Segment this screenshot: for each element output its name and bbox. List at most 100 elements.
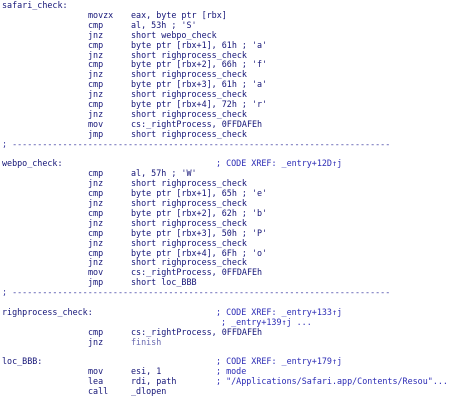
instruction-operands[interactable]: short righprocess_check xyxy=(131,49,247,60)
instruction-operands[interactable]: short righprocess_check xyxy=(131,237,247,248)
instruction-mnemonic[interactable]: jnz xyxy=(88,29,104,40)
instruction-mnemonic[interactable]: jnz xyxy=(88,49,104,60)
code-line[interactable]: jnz short righprocess_check xyxy=(0,178,467,189)
instruction-operands[interactable]: al, 57h ; 'W' xyxy=(131,168,197,179)
instruction-operands[interactable]: byte ptr [rbx+1], 65h ; 'e' xyxy=(131,188,268,199)
instruction-operands[interactable]: short righprocess_check xyxy=(131,178,247,189)
instruction-mnemonic[interactable]: cmp xyxy=(88,168,104,179)
code-label[interactable]: safari_check: xyxy=(2,0,68,10)
instruction-mnemonic[interactable]: jmp xyxy=(88,277,104,288)
instruction-mnemonic[interactable]: jmp xyxy=(88,128,104,139)
instruction-mnemonic[interactable]: cmp xyxy=(88,79,104,90)
code-line[interactable]: cmp byte ptr [rbx+1], 61h ; 'a' xyxy=(0,40,467,51)
code-line[interactable]: cmp al, 57h ; 'W' xyxy=(0,168,467,179)
code-line[interactable]: cmp byte ptr [rbx+2], 66h ; 'f' xyxy=(0,59,467,70)
instruction-operands[interactable]: finish xyxy=(131,336,162,347)
code-line[interactable]: cmp al, 53h ; 'S' xyxy=(0,20,467,31)
instruction-mnemonic[interactable]: cmp xyxy=(88,326,104,337)
instruction-mnemonic[interactable]: cmp xyxy=(88,207,104,218)
separator-line[interactable]: ; --------------------------------------… xyxy=(0,139,467,150)
instruction-operands[interactable]: cs:_rightProcess, 0FFDAFEh xyxy=(131,326,263,337)
code-line[interactable]: cmp cs:_rightProcess, 0FFDAFEh xyxy=(0,327,467,338)
code-line[interactable]: jnz short righprocess_check xyxy=(0,109,467,120)
code-line[interactable]: jmp short loc_BBB xyxy=(0,277,467,288)
code-line[interactable]: cmp byte ptr [rbx+2], 62h ; 'b' xyxy=(0,208,467,219)
instruction-mnemonic[interactable]: lea xyxy=(88,376,104,387)
instruction-mnemonic[interactable]: cmp xyxy=(88,19,104,30)
code-line[interactable]: cmp byte ptr [rbx+3], 50h ; 'P' xyxy=(0,228,467,239)
instruction-operands[interactable]: short webpo_check xyxy=(131,29,217,40)
code-line[interactable]: jnz short righprocess_check xyxy=(0,89,467,100)
code-label[interactable]: webpo_check: xyxy=(2,158,63,169)
instruction-mnemonic[interactable]: cmp xyxy=(88,188,104,199)
instruction-mnemonic[interactable]: cmp xyxy=(88,227,104,238)
code-line[interactable]: jnz short righprocess_check xyxy=(0,69,467,80)
code-line[interactable]: jnz short righprocess_check xyxy=(0,198,467,209)
instruction-operands[interactable]: byte ptr [rbx+3], 50h ; 'P' xyxy=(131,227,268,238)
code-label-line[interactable]: loc_BBB:; CODE XREF: _entry+179↑j xyxy=(0,356,467,367)
instruction-operands[interactable]: short loc_BBB xyxy=(131,277,197,288)
separator-line[interactable]: ; --------------------------------------… xyxy=(0,287,467,298)
instruction-operands[interactable]: al, 53h ; 'S' xyxy=(131,19,197,30)
instruction-mnemonic[interactable]: jnz xyxy=(88,217,104,228)
instruction-operands[interactable]: short righprocess_check xyxy=(131,108,247,119)
instruction-mnemonic[interactable]: jnz xyxy=(88,237,104,248)
code-line[interactable]: movzx eax, byte ptr [rbx] xyxy=(0,10,467,21)
code-line[interactable]: ; _entry+139↑j ... xyxy=(0,317,467,328)
instruction-operands[interactable]: byte ptr [rbx+4], 72h ; 'r' xyxy=(131,99,268,109)
instruction-operands[interactable]: short righprocess_check xyxy=(131,128,247,139)
code-line[interactable]: jnz finish xyxy=(0,337,467,348)
instruction-operands[interactable]: byte ptr [rbx+2], 62h ; 'b' xyxy=(131,207,268,218)
instruction-operands[interactable]: byte ptr [rbx+1], 61h ; 'a' xyxy=(131,39,268,50)
code-label[interactable]: righprocess_check: xyxy=(2,306,93,317)
code-label-line[interactable]: righprocess_check:; CODE XREF: _entry+13… xyxy=(0,307,467,318)
code-label-line[interactable]: safari_check: xyxy=(0,0,467,11)
instruction-mnemonic[interactable]: cmp xyxy=(88,247,104,258)
code-line[interactable]: jnz short righprocess_check xyxy=(0,238,467,249)
instruction-mnemonic[interactable]: jnz xyxy=(88,89,104,100)
code-line[interactable]: call _dlopen xyxy=(0,386,467,397)
instruction-mnemonic[interactable]: mov xyxy=(88,267,104,278)
code-line[interactable]: mov cs:_rightProcess, 0FFDAFEh xyxy=(0,267,467,278)
instruction-mnemonic[interactable]: jnz xyxy=(88,336,104,347)
instruction-operands[interactable]: esi, 1 xyxy=(131,366,162,377)
instruction-operands[interactable]: short righprocess_check xyxy=(131,89,247,100)
instruction-operands[interactable]: short righprocess_check xyxy=(131,217,247,228)
instruction-mnemonic[interactable]: jnz xyxy=(88,257,104,268)
instruction-mnemonic[interactable]: jnz xyxy=(88,178,104,189)
instruction-operands[interactable]: short righprocess_check xyxy=(131,257,247,268)
instruction-operands[interactable]: byte ptr [rbx+4], 6Fh ; 'o' xyxy=(131,247,268,258)
instruction-operands[interactable]: short righprocess_check xyxy=(131,69,247,80)
instruction-operands[interactable]: rdi, path xyxy=(131,376,177,387)
code-line[interactable]: cmp byte ptr [rbx+4], 6Fh ; 'o' xyxy=(0,248,467,259)
code-line[interactable]: mov cs:_rightProcess, 0FFDAFEh xyxy=(0,119,467,130)
instruction-mnemonic[interactable]: cmp xyxy=(88,59,104,70)
instruction-operands[interactable]: short righprocess_check xyxy=(131,198,247,208)
code-line[interactable]: jnz short righprocess_check xyxy=(0,50,467,61)
instruction-operands[interactable]: cs:_rightProcess, 0FFDAFEh xyxy=(131,267,263,278)
code-line[interactable]: jnz short righprocess_check xyxy=(0,218,467,229)
code-line[interactable]: jnz short righprocess_check xyxy=(0,257,467,268)
instruction-operands[interactable]: cs:_rightProcess, 0FFDAFEh xyxy=(131,118,263,129)
code-line[interactable]: cmp byte ptr [rbx+3], 61h ; 'a' xyxy=(0,79,467,90)
code-line[interactable]: jnz short webpo_check xyxy=(0,30,467,41)
instruction-operands[interactable]: byte ptr [rbx+3], 61h ; 'a' xyxy=(131,79,268,90)
instruction-operands[interactable]: eax, byte ptr [rbx] xyxy=(131,9,227,20)
instruction-mnemonic[interactable]: jnz xyxy=(88,108,104,119)
instruction-mnemonic[interactable]: cmp xyxy=(88,39,104,50)
instruction-mnemonic[interactable]: mov xyxy=(88,118,104,129)
code-label[interactable]: loc_BBB: xyxy=(2,356,43,367)
code-line[interactable]: jmp short righprocess_check xyxy=(0,129,467,140)
code-label-line[interactable]: webpo_check:; CODE XREF: _entry+12D↑j xyxy=(0,158,467,169)
instruction-operands[interactable]: byte ptr [rbx+2], 66h ; 'f' xyxy=(131,59,268,70)
instruction-mnemonic[interactable]: movzx xyxy=(88,9,114,20)
instruction-mnemonic[interactable]: jnz xyxy=(88,198,104,208)
instruction-mnemonic[interactable]: mov xyxy=(88,366,104,377)
instruction-operands[interactable]: _dlopen xyxy=(131,386,167,397)
instruction-mnemonic[interactable]: call xyxy=(88,386,109,397)
instruction-mnemonic[interactable]: jnz xyxy=(88,69,104,80)
